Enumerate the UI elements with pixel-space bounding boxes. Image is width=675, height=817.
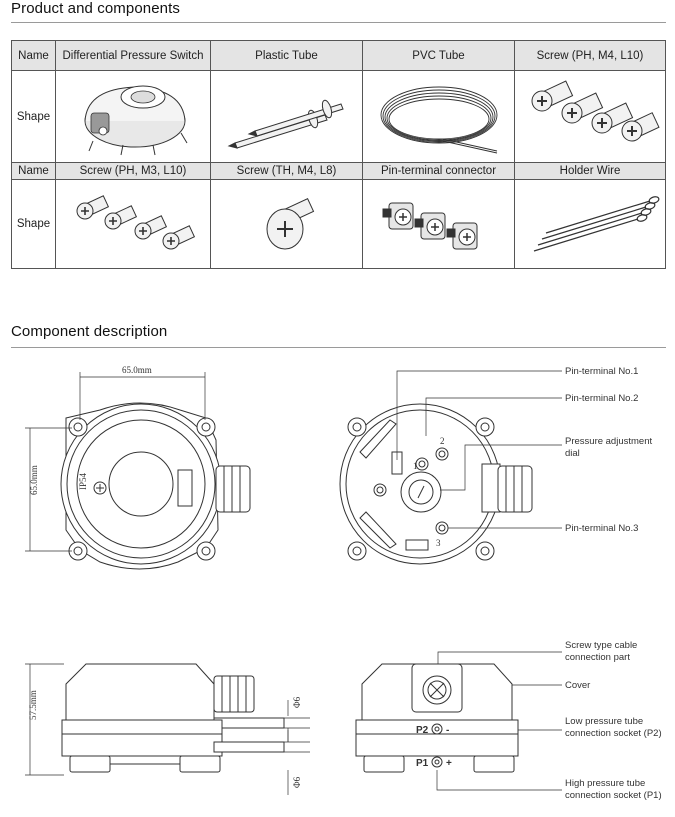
port-p1-sign: + <box>446 758 452 769</box>
port-view-drawing <box>355 663 519 773</box>
height-dimension: 65.0mm <box>29 465 39 495</box>
pin-number-label: 3 <box>436 538 441 548</box>
component-name: Screw (PH, M3, L10) <box>55 162 211 180</box>
screw-ph-m4-icon <box>514 70 666 163</box>
pin-terminal-connector-icon <box>362 179 515 269</box>
component-name: PVC Tube <box>362 40 515 71</box>
row-label-shape: Shape <box>11 179 56 269</box>
callout-pin-terminal-1: Pin-terminal No.1 <box>565 366 638 377</box>
section-title-products: Product and components <box>11 0 180 17</box>
callout-pin-terminal-2: Pin-terminal No.2 <box>565 393 638 404</box>
width-dimension: 65.0mm <box>122 365 152 375</box>
socket-diameter-bottom: Φ6 <box>292 776 302 788</box>
screw-th-m4-icon <box>210 179 363 269</box>
callout-cable-line2: connection part <box>565 652 630 663</box>
holder-wire-icon <box>514 179 666 269</box>
port-p1-label: P1 <box>416 758 429 769</box>
component-name: Plastic Tube <box>210 40 363 71</box>
port-p2-label: P2 <box>416 725 429 736</box>
section-title-description: Component description <box>11 323 168 340</box>
component-name: Pin-terminal connector <box>362 162 515 180</box>
callout-low-line1: Low pressure tube <box>565 716 643 727</box>
port-p2-sign: - <box>446 725 449 736</box>
pin-number-label: 2 <box>440 436 445 446</box>
callout-high-line1: High pressure tube <box>565 778 645 789</box>
inner-view-drawing <box>339 403 533 565</box>
component-name: Differential Pressure Switch <box>55 40 211 71</box>
component-name: Screw (PH, M4, L10) <box>514 40 666 71</box>
component-name: Screw (TH, M4, L8) <box>210 162 363 180</box>
callout-cover: Cover <box>565 680 590 691</box>
components-table: Name Differential Pressure Switch Plasti… <box>11 40 666 269</box>
pin-number-label: 1 <box>413 461 418 471</box>
plastic-tube-icon <box>210 70 363 163</box>
row-label-name: Name <box>11 40 56 71</box>
divider <box>11 347 666 348</box>
socket-diameter-top: Φ6 <box>292 696 302 708</box>
pvc-tube-coil-icon <box>362 70 515 163</box>
front-view-drawing <box>60 402 251 570</box>
pressure-switch-icon <box>55 70 211 163</box>
row-label-name: Name <box>11 162 56 180</box>
callout-cable-line1: Screw type cable <box>565 640 637 651</box>
component-name: Holder Wire <box>514 162 666 180</box>
side-view-drawing <box>61 663 285 773</box>
divider <box>11 22 666 23</box>
ip-rating-label: IP54 <box>78 472 88 490</box>
depth-dimension: 57.5mm <box>28 690 38 720</box>
component-diagram: IP54 65.0mm 65.0mm 1 2 3 <box>25 365 662 801</box>
callout-pin-terminal-3: Pin-terminal No.3 <box>565 523 638 534</box>
screw-ph-m3-icon <box>55 179 211 269</box>
row-label-shape: Shape <box>11 70 56 163</box>
callout-high-line2: connection socket (P1) <box>565 790 662 801</box>
callout-dial-line1: Pressure adjustment <box>565 436 652 447</box>
callout-low-line2: connection socket (P2) <box>565 728 662 739</box>
callout-dial-line2: dial <box>565 448 580 459</box>
